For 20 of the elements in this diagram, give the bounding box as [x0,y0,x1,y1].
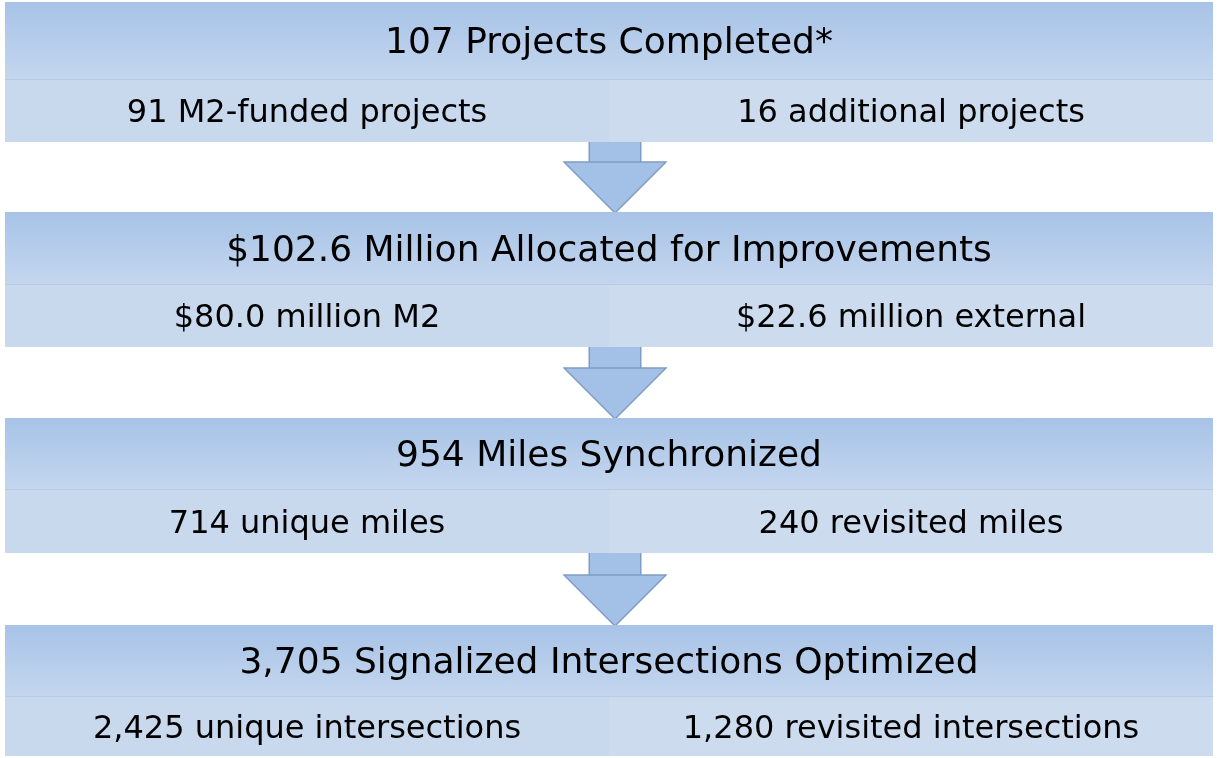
heading-text: 954 Miles Synchronized [396,433,822,474]
heading-text: 3,705 Signalized Intersections Optimized [239,640,979,681]
detail-cell: $22.6 million external [609,285,1213,347]
detail-band [5,80,1213,142]
detail-band [5,285,1213,347]
heading-band [5,625,1213,697]
heading-text: 107 Projects Completed* [385,20,833,61]
heading-band [5,212,1213,285]
detail-cell: 714 unique miles [5,490,609,553]
heading-text: $102.6 Million Allocated for Improvements [226,227,992,269]
detail-cell: 91 M2-funded projects [5,80,609,142]
detail-band [5,490,1213,553]
detail-cell: $80.0 million M2 [5,285,609,347]
heading-band [5,418,1213,490]
detail-band [5,697,1213,756]
detail-cell: 1,280 revisited intersections [609,697,1213,756]
detail-cell: 16 additional projects [609,80,1213,142]
detail-cell: 2,425 unique intersections [5,697,609,756]
detail-cell: 240 revisited miles [609,490,1213,553]
heading-band [5,2,1213,80]
